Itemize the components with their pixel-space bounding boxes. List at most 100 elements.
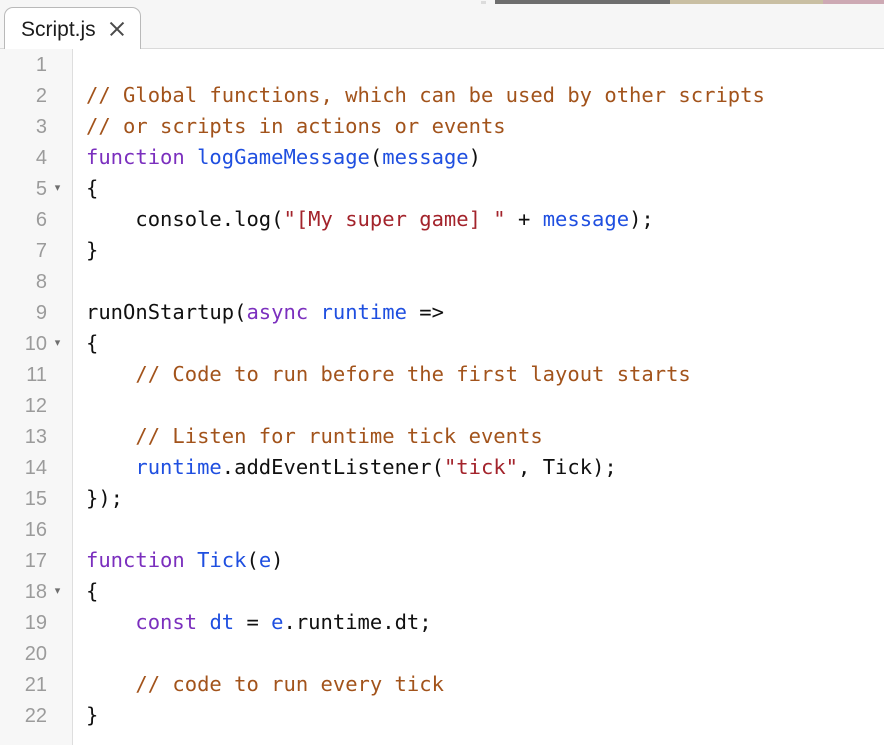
code-token: runtime [135,455,222,480]
code-line[interactable]: function logGameMessage(message) [74,142,884,173]
code-token: .runtime.dt; [283,610,432,635]
code-token: + [505,207,543,232]
fold-spacer [50,524,65,535]
code-token: ); [629,207,654,232]
line-number: 19 [24,611,47,634]
code-token: .addEventListener( [221,455,444,480]
code-line-text: console.log("[My super game] " + message… [86,207,654,232]
code-line[interactable]: runOnStartup(async runtime => [74,297,884,328]
code-line[interactable]: console.log("[My super game] " + message… [74,204,884,235]
code-token [197,610,209,634]
code-line-text [86,519,98,540]
code-token: ( [369,145,383,170]
code-token [185,548,197,572]
fold-spacer [50,493,65,504]
line-number: 16 [24,518,47,541]
code-line[interactable]: { [74,328,884,359]
gutter-row: 12 [0,390,72,421]
sliver-dot [481,1,486,4]
code-line-text: // or scripts in actions or events [86,116,506,137]
code-area[interactable]: // Global functions, which can be used b… [74,49,884,745]
line-number: 15 [24,487,47,510]
line-number: 20 [24,642,47,665]
gutter-row: 5▾ [0,173,72,204]
code-token: e [258,548,272,573]
code-token: // Code to run before the first layout s… [135,362,691,387]
code-line[interactable] [74,514,884,545]
code-token: Tick [197,548,247,573]
line-number: 18 [24,580,47,603]
fold-spacer [50,648,65,659]
code-editor[interactable]: 1 2 3 4 5▾6 7 8 9 10▾11 12 13 14 15 16 1… [0,49,884,745]
gutter-row: 7 [0,235,72,266]
fold-spacer [50,307,65,318]
code-token: } [86,238,99,263]
line-number: 9 [35,301,47,324]
fold-spacer [50,276,65,287]
fold-toggle-icon[interactable]: ▾ [54,585,61,597]
code-line-text: }); [86,488,123,509]
code-line-text: // Code to run before the first layout s… [86,362,691,387]
code-line[interactable]: } [74,235,884,266]
code-token: , Tick); [518,455,617,480]
code-line[interactable]: // Global functions, which can be used b… [74,80,884,111]
code-line-text: { [86,178,98,199]
gutter-row: 13 [0,421,72,452]
line-number: 8 [35,270,47,293]
code-line-text: function logGameMessage(message) [86,147,481,168]
code-line-text: // code to run every tick [86,674,444,695]
code-token: { [86,579,99,604]
code-token: "tick" [443,455,519,480]
code-token: // Listen for runtime tick events [135,424,543,449]
gutter-row: 17 [0,545,72,576]
code-line-text: // Global functions, which can be used b… [86,85,765,106]
code-token: = [234,610,272,635]
fold-spacer [50,59,65,70]
fold-toggle-icon[interactable]: ▾ [54,337,61,349]
code-line[interactable]: function Tick(e) [74,545,884,576]
code-line[interactable]: // code to run every tick [74,669,884,700]
code-line[interactable]: const dt = e.runtime.dt; [74,607,884,638]
code-token: { [86,176,99,201]
code-line[interactable] [74,266,884,297]
code-token: // or scripts in actions or events [86,114,506,139]
tab-bar: Script.js [0,4,884,50]
code-token: ) [468,145,481,170]
code-line-text: { [86,333,98,354]
cropped-toolbar-sliver [0,0,884,4]
fold-toggle-icon[interactable]: ▾ [54,182,61,194]
code-token: // Global functions, which can be used b… [86,83,765,108]
line-number-gutter: 1 2 3 4 5▾6 7 8 9 10▾11 12 13 14 15 16 1… [0,49,73,745]
code-token: { [86,331,99,356]
code-line[interactable]: // or scripts in actions or events [74,111,884,142]
code-token: const [135,610,198,635]
code-line-text [86,643,98,664]
gutter-row: 20 [0,638,72,669]
code-token: message [542,207,630,232]
code-line[interactable] [74,49,884,80]
tab-label: Script.js [21,17,96,41]
code-line-text [86,395,98,416]
code-line[interactable]: } [74,700,884,731]
code-line[interactable]: { [74,576,884,607]
gutter-row: 16 [0,514,72,545]
line-number: 3 [35,115,47,138]
code-line[interactable]: { [74,173,884,204]
fold-spacer [50,710,65,721]
code-line-text: runOnStartup(async runtime => [86,302,444,323]
code-line[interactable]: runtime.addEventListener("tick", Tick); [74,452,884,483]
line-number: 21 [24,673,47,696]
gutter-row: 9 [0,297,72,328]
code-line[interactable]: }); [74,483,884,514]
close-icon[interactable] [107,19,127,39]
gutter-row: 19 [0,607,72,638]
tab-script-js[interactable]: Script.js [4,7,141,50]
code-line[interactable]: // Listen for runtime tick events [74,421,884,452]
fold-spacer [50,555,65,566]
code-line[interactable] [74,638,884,669]
code-line[interactable] [74,390,884,421]
code-line[interactable]: // Code to run before the first layout s… [74,359,884,390]
gutter-row: 4 [0,142,72,173]
code-token: => [406,300,444,325]
line-number: 11 [26,363,47,386]
